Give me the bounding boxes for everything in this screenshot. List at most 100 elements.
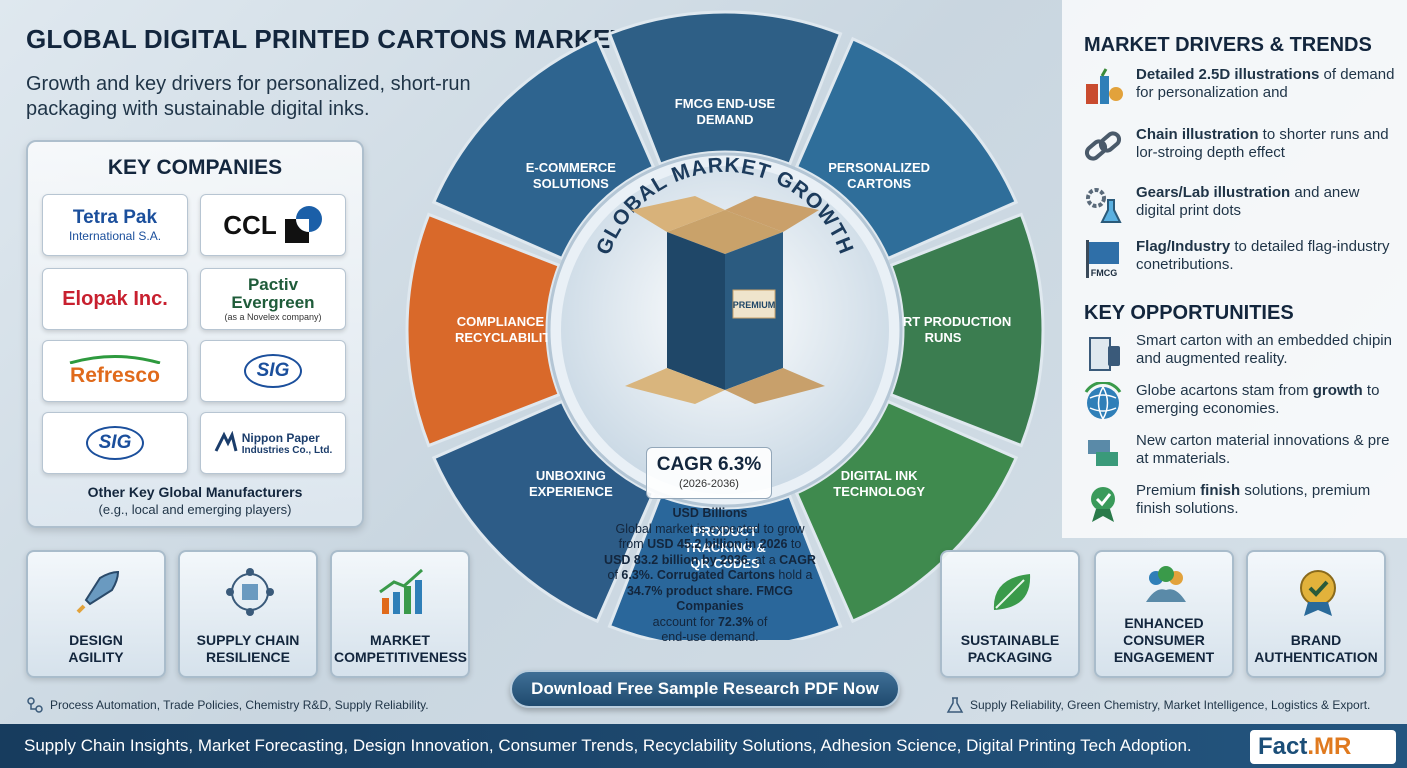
feature-label: SUSTAINABLE [960,632,1060,648]
logo-name: Refresco [70,364,160,387]
company-logo-sig-2: SIG [42,412,188,474]
opportunity-text: to emerging economies. [1136,382,1380,417]
opportunity-text: Premium [1136,482,1201,499]
download-sample-button[interactable]: Download Free Sample Research PDF Now [510,670,900,708]
driver-bold: Flag/Industry [1136,238,1231,255]
opportunity-item: Premium finish solutions, premium finish… [1082,482,1400,524]
bottom-banner: Supply Chain Insights, Market Forecastin… [0,724,1407,768]
company-logo-tetra-pak: Tetra Pak International S.A. [42,194,188,256]
gears-lab-icon [1086,188,1122,223]
opportunities-heading: KEY OPPORTUNITIES [1084,302,1294,324]
company-logo-sig: SIG [200,340,346,402]
company-logo-pactiv: Pactiv Evergreen (as a Novelex company) [200,268,346,330]
flag-text: FMCG [1091,268,1118,278]
opportunity-text: Smart carton with an embedded chipin and… [1136,332,1392,367]
drivers-heading: MARKET DRIVERS & TRENDS [1084,34,1372,56]
market-text-part: , at a [747,552,780,567]
logo-name: SIG [256,360,290,381]
driver-text: and anew digital print dots [1136,184,1360,219]
brand-part: .MR [1307,733,1352,760]
logo-sub: (as a Novelex company) [224,312,322,322]
sig-oval: SIG [86,426,144,460]
premium-box-text: PREMIUM [733,300,776,310]
logo-name: Tetra Pak [72,207,158,228]
wheel-segment [431,399,656,624]
market-value-2036: USD 83.2 billion by 2036 [604,552,748,567]
company-logo-elopak: Elopak Inc. [42,268,188,330]
market-line-7: end-use demand. [661,630,759,644]
footnote-right-text: Supply Reliability, Green Chemistry, Mar… [970,698,1371,712]
feature-label: DESIGN [69,632,123,648]
market-summary: USD Billions Global market is expected t… [592,506,828,646]
key-companies-title: KEY COMPANIES [107,156,283,179]
premium-carton-icon: PREMIUM [625,196,825,404]
market-value-2026: USD 45.2 billion in 2026 [647,537,788,551]
brand-part: Fact [1258,733,1308,760]
driver-item: Detailed 2.5D illustrations of demand fo… [1082,66,1400,108]
brand-logo[interactable]: Fact.MR [1250,730,1396,764]
feature-label: ENHANCED [1124,615,1204,631]
leaf-icon [993,574,1031,610]
driver-text: of demand for personalization and [1136,66,1395,101]
market-cagr-word: CAGR [779,552,816,567]
opportunity-text: New carton material innovations & pre at… [1136,432,1390,467]
feature-label: PACKAGING [967,649,1053,665]
page-title: GLOBAL DIGITAL PRINTED CARTONS MARKET [26,24,627,54]
market-text-part: of [607,568,622,582]
refresco-swoosh-icon [69,355,161,364]
flask-icon [946,697,964,713]
logo-name: SIG [98,432,132,453]
feature-label: MARKET [370,632,430,648]
growth-chart-icon [379,568,423,614]
logo-name: CCL [223,209,277,240]
feature-label: BRAND [1290,632,1342,648]
wheel-segment [405,212,562,448]
feature-label: ENGAGEMENT [1113,649,1215,665]
footnote-right: Supply Reliability, Green Chemistry, Mar… [946,696,1370,714]
logo-name: Elopak Inc. [62,287,168,310]
banner-text: Supply Chain Insights, Market Forecastin… [24,736,1192,755]
opportunity-bold: growth [1312,382,1363,399]
driver-text: to detailed flag-industry conetributions… [1136,238,1390,273]
logo-sub: Industries Co., Ltd. [241,444,333,456]
badge-check-icon [1300,570,1336,616]
sig-oval: SIG [244,354,302,388]
wheel-segment [794,36,1019,261]
market-text-part: account for [652,614,718,629]
footnote-left: Process Automation, Trade Policies, Chem… [26,696,429,714]
process-icon [27,697,43,713]
feature-label: RESILIENCE [205,649,290,665]
market-fmcg-share: 72.3% [717,614,754,629]
other-manufacturers-sub: (e.g., local and emerging players) [98,502,292,517]
chain-icon [1084,131,1122,161]
footnote-left-text: Process Automation, Trade Policies, Chem… [50,698,429,712]
network-box-icon [226,568,274,616]
feature-label: COMPETITIVENESS [334,649,468,665]
fmcg-flag-icon: FMCG [1086,240,1119,278]
market-cagr-share: 6.3%. Corrugated Cartons [621,568,775,582]
cagr-box: CAGR 6.3% (2026-2036) [646,447,772,499]
market-text-part: to [787,537,802,551]
company-logo-refresco: Refresco [42,340,188,402]
opportunity-item: Smart carton with an embedded chipin and… [1082,332,1400,374]
groceries-icon [1086,68,1123,104]
opportunity-bold: finish [1200,482,1241,499]
driver-bold: Detailed 2.5D illustrations [1136,66,1320,83]
page-subtitle: Growth and key drivers for personalized,… [26,73,471,120]
driver-text: to shorter runs and lor-stroing depth ef… [1136,126,1389,161]
feature-label: SUPPLY CHAIN [196,632,300,648]
rocket-icon [76,570,120,614]
wheel-segment [431,36,656,261]
market-unit: USD Billions [672,506,748,520]
